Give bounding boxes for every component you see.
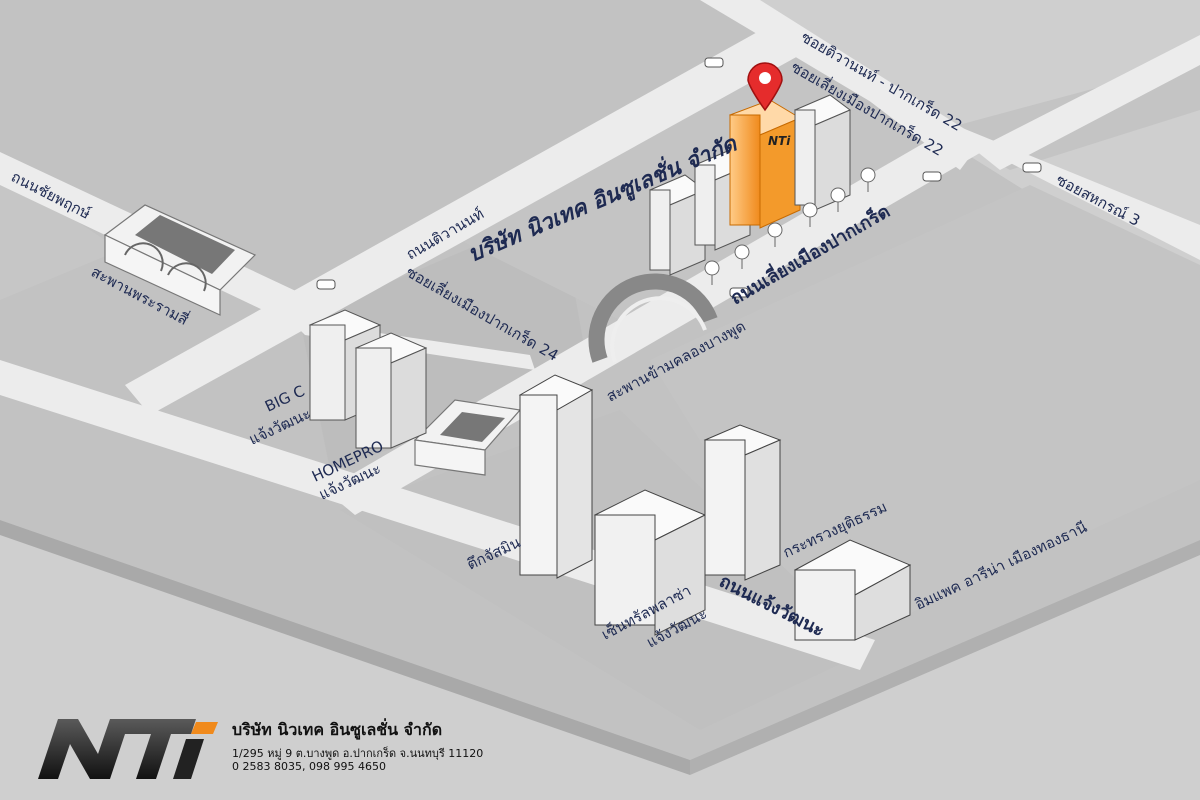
road-top-right: [700, 0, 990, 155]
impact-building: [793, 539, 912, 641]
company-address: 1/295 หมู่ 9 ต.บางพูด อ.ปากเกร็ด จ.นนทบุ…: [232, 747, 484, 760]
company-buildings: NTi: [649, 94, 851, 276]
nti-logo: [38, 719, 218, 779]
road-right-diagonal: [975, 35, 1200, 170]
company-phone: 0 2583 8035, 098 995 4650: [232, 760, 386, 773]
bigc-homepro-buildings: [308, 309, 428, 449]
bridge-lower: [413, 399, 522, 476]
trees: [704, 167, 876, 285]
car-icon: [922, 171, 942, 182]
cars: [316, 57, 1042, 298]
footer: บริษัท นิวเทค อินซูเลชั่น จำกัด 1/295 หม…: [0, 704, 800, 800]
central-building: [593, 489, 707, 636]
tree-icon: [767, 222, 783, 247]
bridge-rama4: [103, 204, 257, 316]
bridge-bang-phut: [588, 273, 718, 363]
tree-icon: [802, 202, 818, 227]
tree-icon: [860, 167, 876, 192]
car-icon: [729, 287, 749, 298]
car-icon: [316, 279, 336, 290]
jasmine-tower: [518, 374, 594, 579]
nti-building: NTi: [728, 99, 802, 229]
tree-icon: [704, 260, 720, 285]
white-building-3: [794, 94, 851, 211]
justice-building: [703, 424, 782, 581]
location-pin-icon: [747, 62, 783, 112]
car-icon: [1022, 162, 1042, 173]
tree-icon: [734, 244, 750, 269]
company-name: บริษัท นิวเทค อินซูเลชั่น จำกัด: [232, 720, 443, 739]
car-icon: [704, 57, 724, 68]
nti-building-sign: NTi: [768, 134, 791, 148]
tree-icon: [830, 187, 846, 212]
